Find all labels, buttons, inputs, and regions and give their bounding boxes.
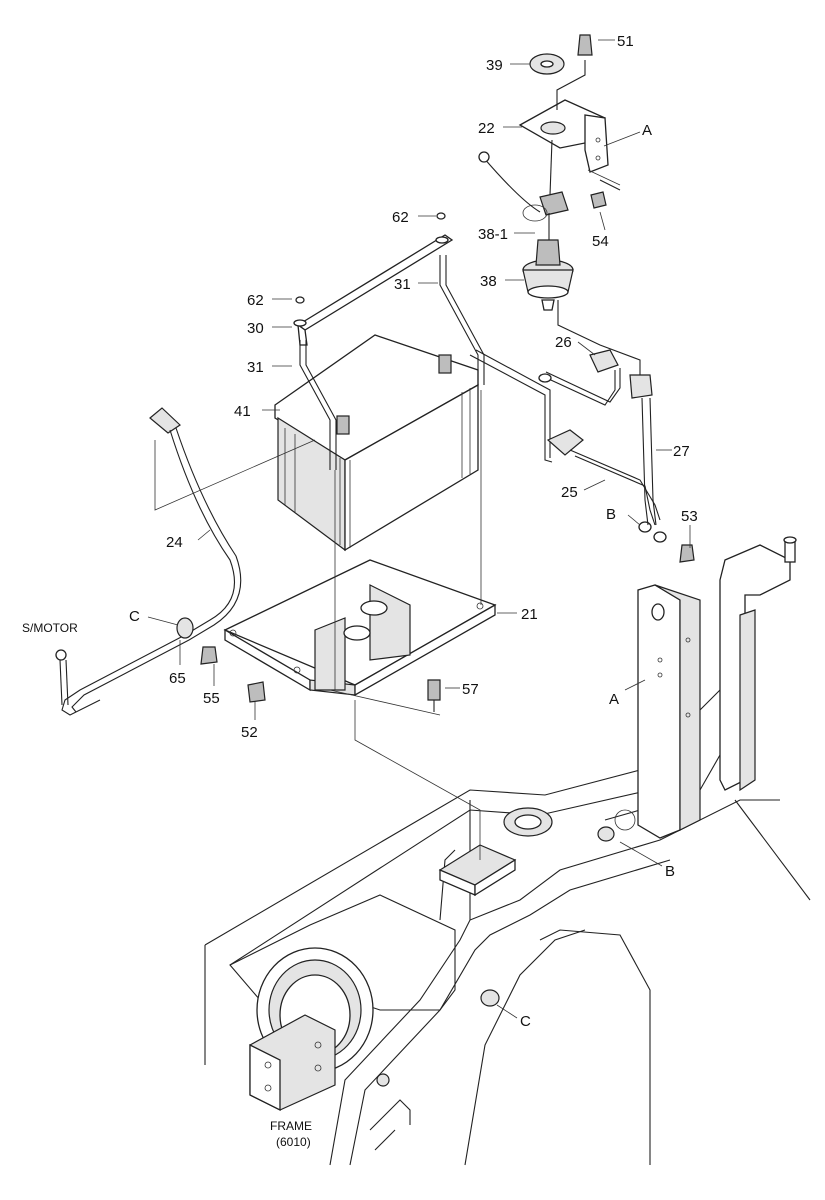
- cables-right: [469, 300, 695, 563]
- callout-labels: 51 39 22 A 54 62 38-1 38 31 62 30 26 31 …: [22, 33, 698, 1149]
- upright-bracket: [637, 536, 797, 839]
- label-24: 24: [166, 534, 183, 551]
- leader-lines: [147, 39, 691, 1019]
- switch-bracket: [518, 34, 621, 209]
- battery: [274, 334, 479, 552]
- machine-frame: [204, 689, 811, 1166]
- label-C-frame: C: [520, 1013, 531, 1030]
- label-21: 21: [521, 606, 538, 623]
- label-smotor: S/MOTOR: [22, 621, 78, 635]
- label-38-1: 38-1: [478, 226, 508, 243]
- label-62-top: 62: [392, 209, 409, 226]
- label-57: 57: [462, 681, 479, 698]
- label-55: 55: [203, 690, 220, 707]
- label-39: 39: [486, 57, 503, 74]
- frame-label-line2: (6010): [276, 1135, 311, 1149]
- label-25: 25: [561, 484, 578, 501]
- label-C-left: C: [129, 608, 140, 625]
- battery-tray: [223, 559, 497, 697]
- key-switch: [478, 151, 574, 311]
- label-A-top: A: [642, 122, 652, 139]
- label-31-left: 31: [247, 359, 264, 376]
- label-65: 65: [169, 670, 186, 687]
- label-26: 26: [555, 334, 572, 351]
- label-51: 51: [617, 33, 634, 50]
- label-41: 41: [234, 403, 251, 420]
- frame-label-line1: FRAME: [270, 1119, 312, 1133]
- label-B-top: B: [606, 506, 616, 523]
- label-22: 22: [478, 120, 495, 137]
- label-30: 30: [247, 320, 264, 337]
- label-54: 54: [592, 233, 609, 250]
- cable-24: [55, 407, 242, 716]
- label-A-frame: A: [609, 691, 619, 708]
- label-38: 38: [480, 273, 497, 290]
- label-31-right: 31: [394, 276, 411, 293]
- fasteners: [247, 679, 441, 712]
- label-52: 52: [241, 724, 258, 741]
- label-B-frame: B: [665, 863, 675, 880]
- label-53: 53: [681, 508, 698, 525]
- label-27: 27: [673, 443, 690, 460]
- hold-down-frame: [293, 212, 485, 470]
- label-62-left: 62: [247, 292, 264, 309]
